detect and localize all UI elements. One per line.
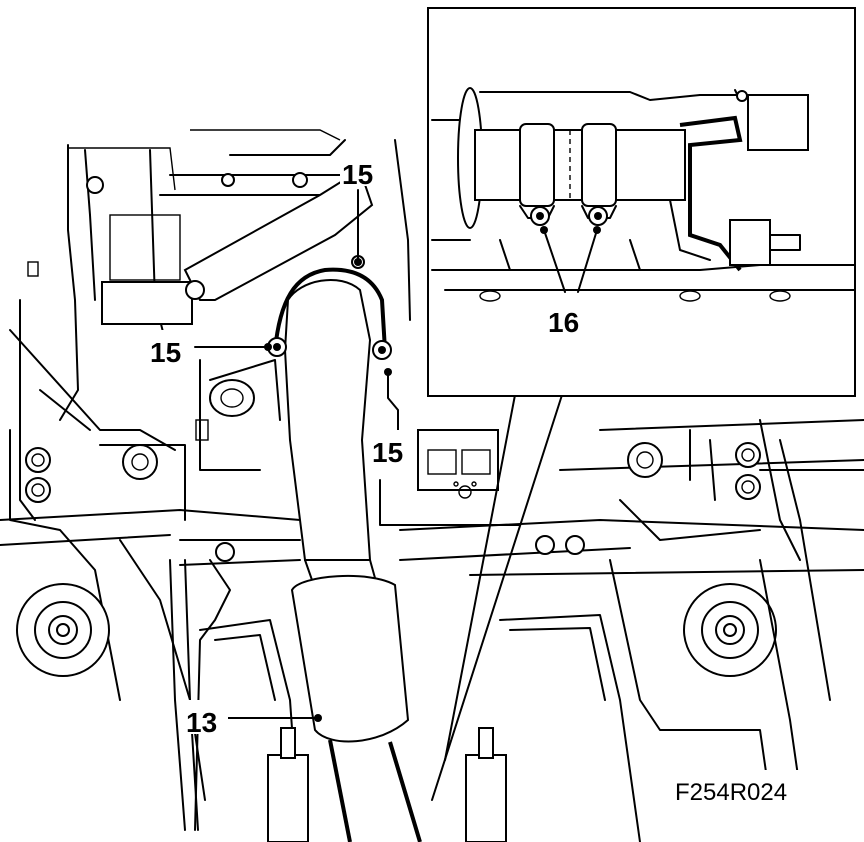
callout-leaders	[194, 189, 399, 722]
detail-inset-icon	[427, 7, 856, 801]
callout-13: 13	[186, 707, 217, 738]
hose-icon	[273, 267, 422, 842]
bolt-icon	[267, 255, 392, 360]
callout-16: 16	[548, 307, 579, 338]
callout-15-right: 15	[372, 437, 403, 468]
figure-code: F254R024	[675, 779, 787, 806]
chassis-drawing	[0, 129, 864, 842]
callout-15-top: 15	[342, 159, 373, 190]
callout-15-left: 15	[150, 337, 181, 368]
